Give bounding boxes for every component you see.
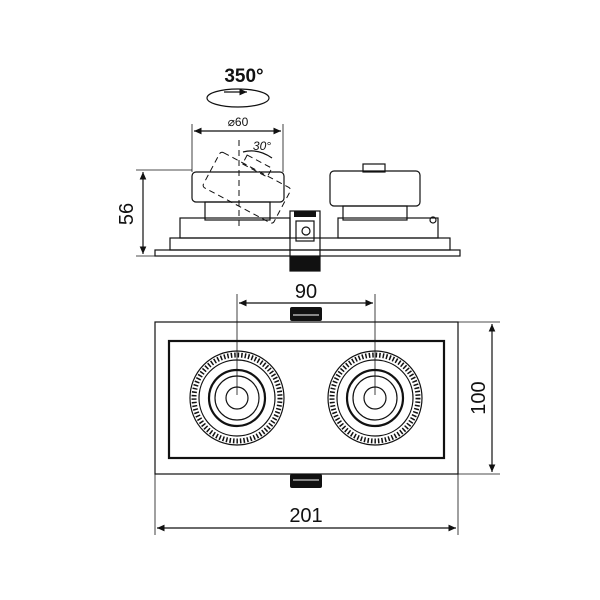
- rotation-indicator: 350°: [206, 66, 270, 108]
- tilt-annotation: 30°: [238, 139, 273, 230]
- spacing-label: 90: [295, 281, 317, 303]
- height-dimension: 56: [116, 169, 192, 257]
- outer-frame: [154, 321, 459, 475]
- spacing-dimension: 90: [236, 281, 376, 395]
- tilt-label: 30°: [253, 139, 271, 153]
- width-dimension: 201: [154, 474, 459, 535]
- left-lamp-side: [179, 151, 291, 239]
- bottom-clip: [290, 474, 322, 488]
- depth-dimension: 100: [458, 321, 500, 475]
- rotation-label: 350°: [224, 66, 263, 87]
- depth-label: 100: [468, 381, 490, 414]
- right-lamp-side: [329, 163, 439, 239]
- top-clip: [290, 307, 322, 321]
- inner-opening: [167, 339, 446, 460]
- left-lamp-top: [189, 350, 285, 446]
- right-lamp-top: [327, 350, 423, 446]
- top-view: 90: [154, 281, 500, 535]
- diameter-label: ⌀60: [228, 115, 249, 129]
- center-clip-side: [289, 210, 321, 272]
- side-view: 350° ⌀60 30°: [116, 66, 461, 272]
- diameter-dimension: ⌀60: [191, 115, 284, 172]
- trim-frame-side: [154, 237, 461, 257]
- height-label: 56: [116, 203, 138, 225]
- width-label: 201: [289, 505, 322, 527]
